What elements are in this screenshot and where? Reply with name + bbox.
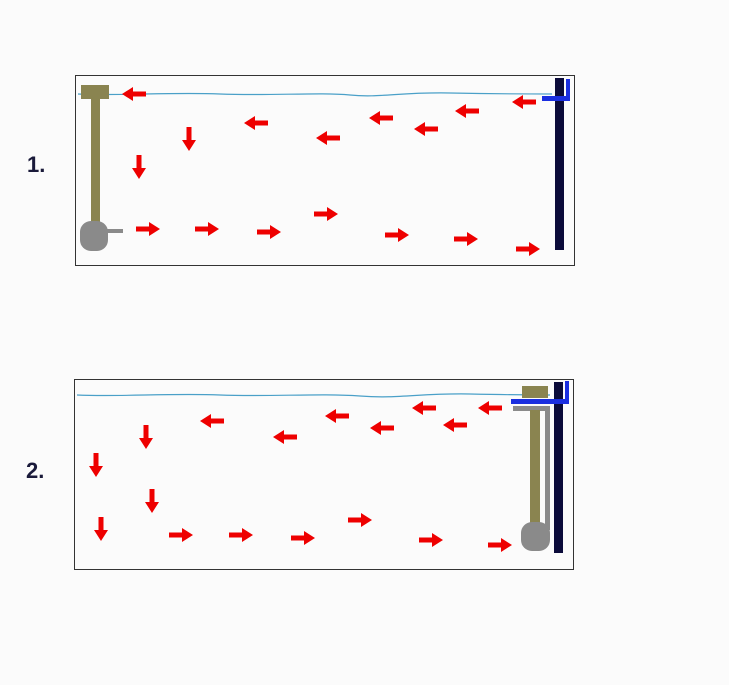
pump-icon [80, 221, 123, 251]
flow-arrow-icon [370, 421, 394, 435]
diagram-1-label: 1. [27, 152, 46, 177]
flow-arrow-icon [316, 131, 340, 145]
flow-arrow-icon [512, 95, 536, 109]
tank-1-water-line [77, 92, 553, 97]
flow-arrow-icon [229, 528, 253, 542]
diagram-2-label: 2. [26, 458, 45, 483]
flow-arrow-icon [348, 513, 372, 527]
flow-arrow-icon [257, 225, 281, 239]
flow-arrow-icon [244, 116, 268, 130]
heater-icon [522, 386, 548, 526]
return-pipe [555, 78, 564, 250]
tank-1 [75, 75, 575, 266]
outlet-icon [511, 381, 569, 404]
flow-arrow-icon [443, 418, 467, 432]
flow-arrow-icon [291, 531, 315, 545]
flow-arrow-icon [385, 228, 409, 242]
flow-arrow-icon [412, 401, 436, 415]
flow-arrow-icon [414, 122, 438, 136]
flow-arrow-icon [478, 401, 502, 415]
tank-1-frame [75, 75, 575, 266]
outlet-icon [542, 79, 570, 101]
tank-1-flow-arrows [122, 87, 540, 256]
flow-arrow-icon [94, 517, 108, 541]
tank-2-flow-arrows [89, 401, 512, 552]
heater-icon [81, 85, 109, 227]
flow-arrow-icon [200, 414, 224, 428]
pump-icon [521, 522, 550, 551]
tank-2-water-line [76, 393, 551, 398]
flow-arrow-icon [139, 425, 153, 449]
flow-arrow-icon [488, 538, 512, 552]
tank-2 [74, 379, 574, 570]
flow-arrow-icon [325, 409, 349, 423]
flow-arrow-icon [455, 104, 479, 118]
flow-arrow-icon [419, 533, 443, 547]
flow-arrow-icon [145, 489, 159, 513]
flow-arrow-icon [195, 222, 219, 236]
flow-arrow-icon [136, 222, 160, 236]
flow-arrow-icon [314, 207, 338, 221]
flow-arrow-icon [273, 430, 297, 444]
flow-arrow-icon [454, 232, 478, 246]
flow-arrow-icon [132, 155, 146, 179]
tank-2-frame [74, 379, 574, 570]
pump-riser [545, 406, 550, 530]
flow-arrow-icon [516, 242, 540, 256]
flow-arrow-icon [89, 453, 103, 477]
flow-arrow-icon [182, 127, 196, 151]
flow-arrow-icon [169, 528, 193, 542]
flow-arrow-icon [369, 111, 393, 125]
pump-outlet-tube [513, 406, 547, 411]
flow-arrow-icon [122, 87, 146, 101]
return-pipe [554, 382, 563, 553]
